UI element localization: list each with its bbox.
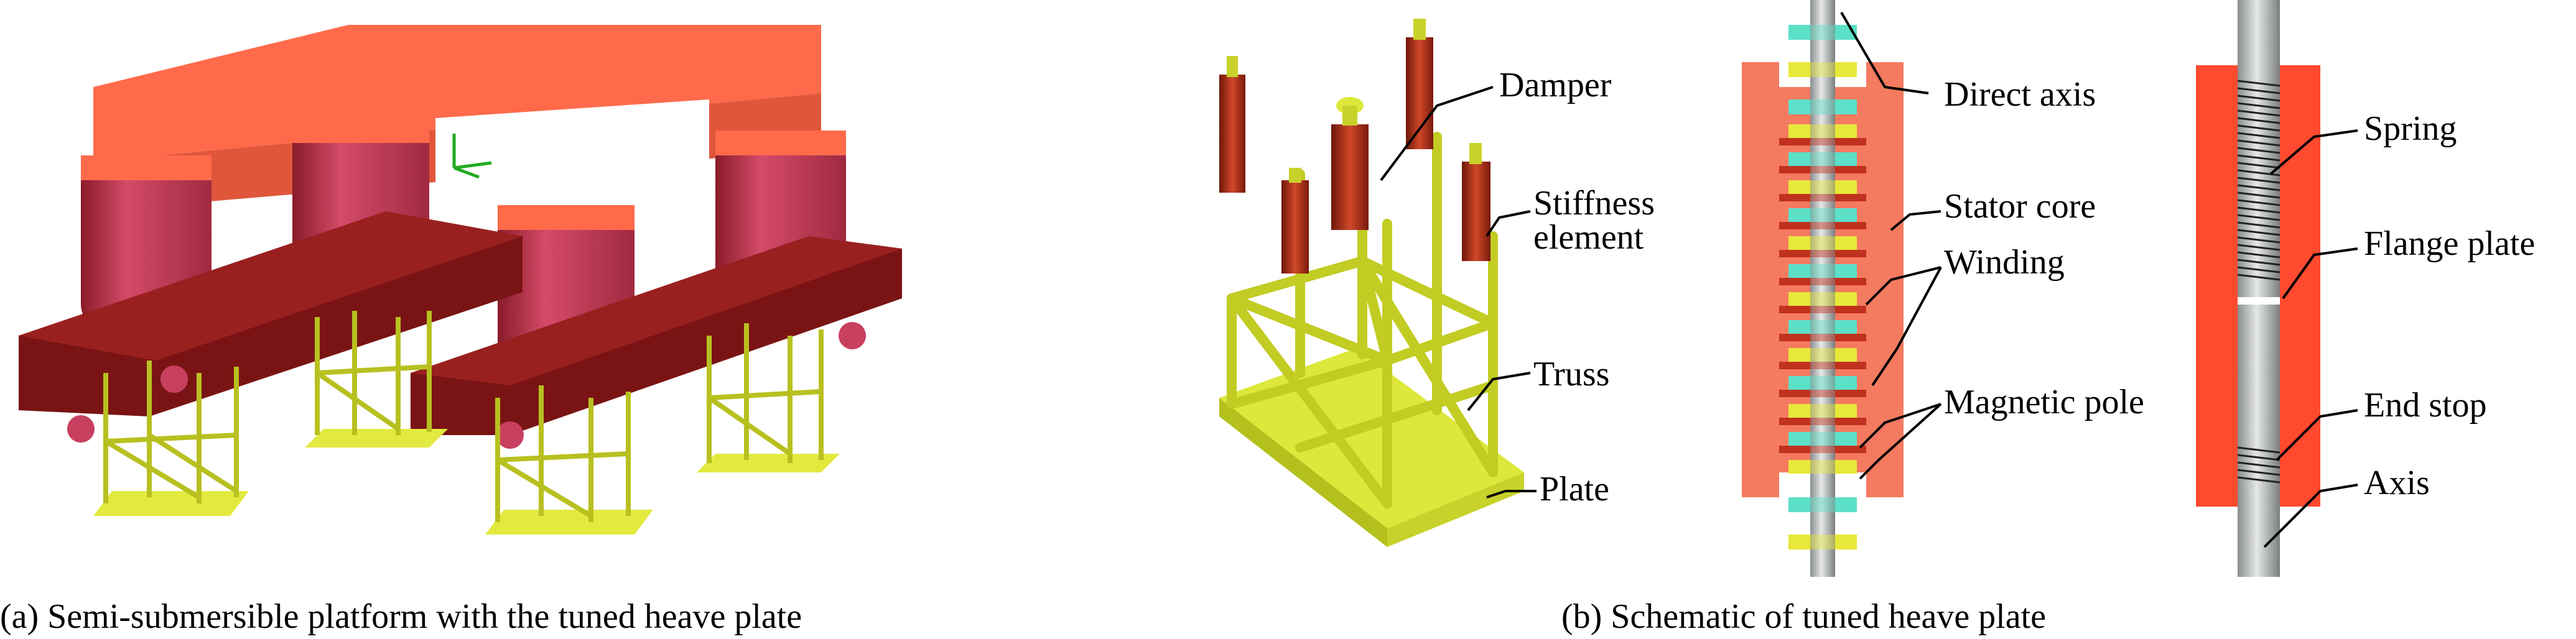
- labels: Damper Stiffness element Truss Plate Dir…: [1499, 66, 2535, 508]
- generator-section: [1742, 0, 1904, 577]
- axis-triad-icon: [452, 134, 492, 179]
- label-end-stop: End stop: [2364, 386, 2487, 425]
- label-axis: Axis: [2364, 464, 2430, 502]
- caption-b: (b) Schematic of tuned heave plate: [1561, 597, 2046, 636]
- label-winding: Winding: [1944, 243, 2065, 282]
- leader-lines: [1380, 11, 2358, 548]
- heave-module-4: [697, 323, 840, 472]
- label-stator-core: Stator core: [1944, 187, 2096, 226]
- platform-illustration: [19, 25, 902, 535]
- spring-assembly: [2196, 0, 2320, 577]
- label-magnetic-pole: Magnetic pole: [1944, 383, 2144, 421]
- end-stop-coils: [2237, 446, 2281, 484]
- caption-a: (a) Semi-submersible platform with the t…: [0, 597, 802, 636]
- heave-plate-schematic: [1219, 19, 1524, 547]
- damper-group: [1219, 19, 1490, 274]
- base-plate: [1219, 348, 1524, 528]
- label-flange-plate: Flange plate: [2364, 224, 2535, 263]
- label-stiffness-line1: Stiffness: [1533, 184, 1655, 223]
- heave-module-2: [305, 311, 448, 448]
- heave-module-3: [485, 385, 653, 535]
- deck-top: [93, 25, 821, 162]
- label-truss: Truss: [1533, 355, 1609, 393]
- flange-plate: [2238, 297, 2280, 305]
- label-spring: Spring: [2364, 109, 2457, 148]
- heave-module-1: [93, 361, 249, 516]
- axis-shaft: [2238, 0, 2280, 577]
- label-plate: Plate: [1540, 470, 1609, 508]
- label-direct-axis: Direct axis: [1944, 75, 2096, 114]
- deck-opening: [435, 99, 709, 211]
- spring-coils: [2237, 80, 2281, 281]
- label-stiffness-line2: element: [1533, 218, 1644, 257]
- label-damper: Damper: [1499, 66, 1612, 104]
